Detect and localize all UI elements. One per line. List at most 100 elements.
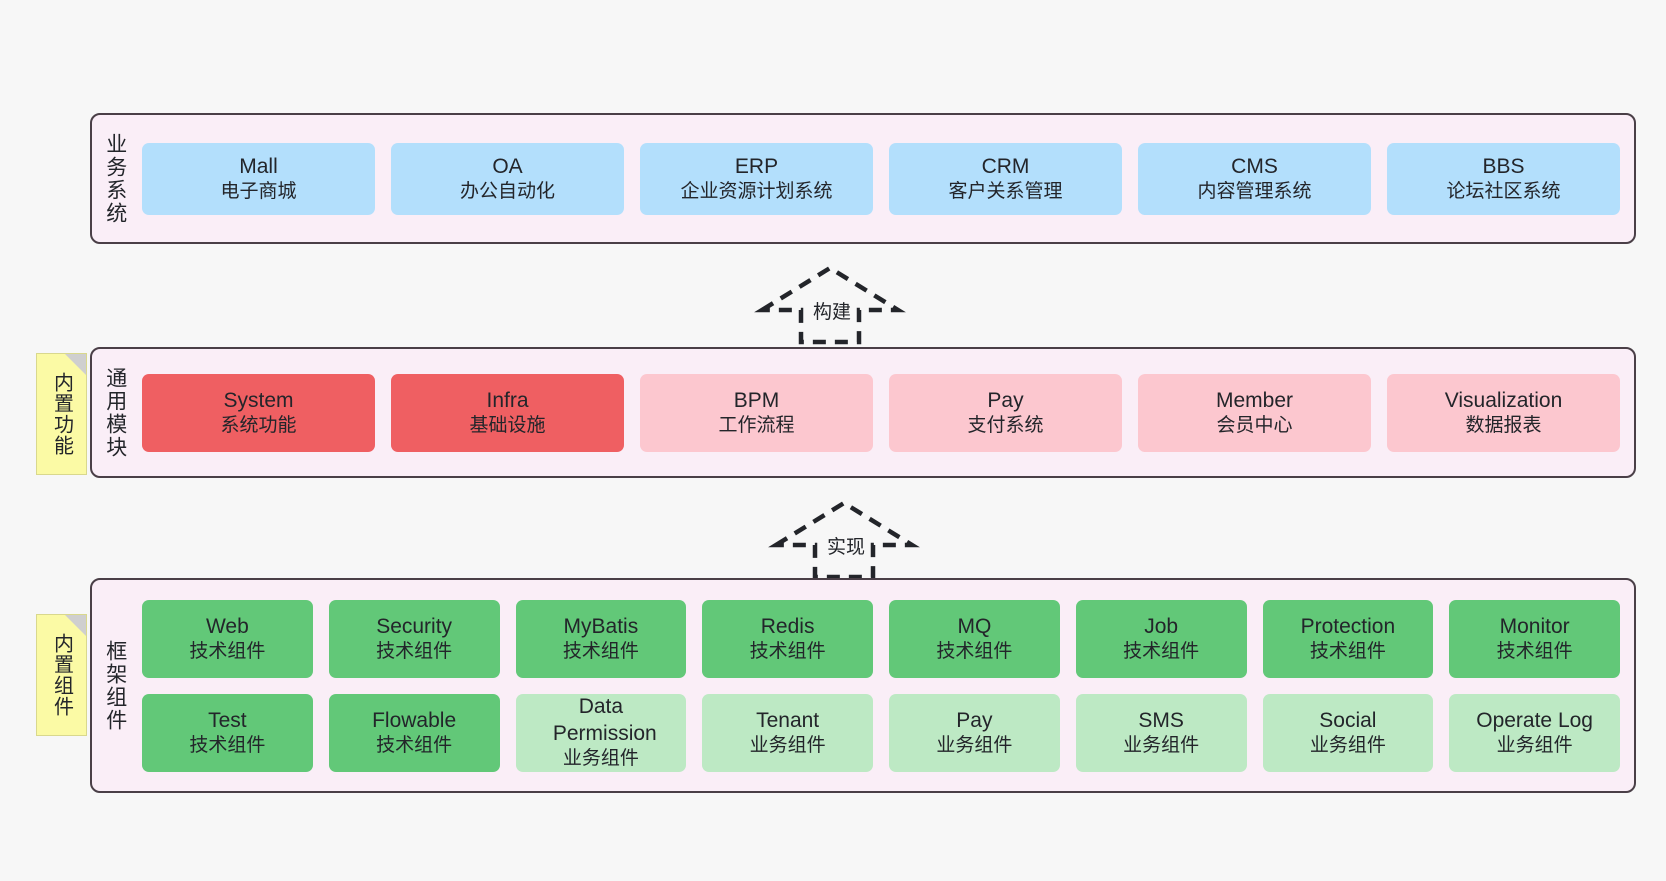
component-title: Web <box>205 614 249 638</box>
sticky-tab-builtin-components: 内置组件 <box>36 614 87 736</box>
module-subtitle: 系统功能 <box>220 414 297 436</box>
module-card-oa[interactable]: OA 办公自动化 <box>391 142 624 215</box>
folded-corner-icon <box>65 354 86 375</box>
module-subtitle: 论坛社区系统 <box>1446 180 1561 202</box>
layer-common-modules: 通用模块 System 系统功能 Infra 基础设施 BPM 工作流程 Pay… <box>90 347 1636 478</box>
component-subtitle: 业务组件 <box>936 734 1013 756</box>
component-title: Monitor <box>1499 614 1570 638</box>
connector-implement: 实现 <box>768 497 920 581</box>
component-title: Flowable <box>372 708 457 732</box>
module-card-pay[interactable]: Pay 支付系统 <box>889 373 1122 452</box>
component-title: Operate Log <box>1476 708 1593 732</box>
component-subtitle: 技术组件 <box>1123 640 1200 662</box>
component-card-pay[interactable]: Pay 业务组件 <box>889 693 1060 772</box>
component-subtitle: 技术组件 <box>936 640 1013 662</box>
component-subtitle: 技术组件 <box>1496 640 1573 662</box>
sticky-tab-builtin-functions: 内置功能 <box>36 353 87 475</box>
connector-build: 构建 <box>754 262 906 346</box>
module-card-bbs[interactable]: BBS 论坛社区系统 <box>1387 142 1620 215</box>
module-title: Pay <box>987 388 1024 412</box>
module-subtitle: 支付系统 <box>967 414 1044 436</box>
layer-body-common: System 系统功能 Infra 基础设施 BPM 工作流程 Pay 支付系统… <box>138 349 1634 476</box>
component-subtitle: 技术组件 <box>376 640 453 662</box>
component-subtitle: 业务组件 <box>1496 734 1573 756</box>
module-card-crm[interactable]: CRM 客户关系管理 <box>889 142 1122 215</box>
component-title: MQ <box>957 614 992 638</box>
module-title: Infra <box>486 388 529 412</box>
layer-body-business: Mall 电子商城 OA 办公自动化 ERP 企业资源计划系统 CRM 客户关系… <box>138 115 1634 242</box>
module-title: Mall <box>239 154 278 178</box>
module-card-erp[interactable]: ERP 企业资源计划系统 <box>640 142 873 215</box>
component-card-mq[interactable]: MQ 技术组件 <box>889 599 1060 678</box>
module-card-mall[interactable]: Mall 电子商城 <box>142 142 375 215</box>
component-title: Protection <box>1300 614 1396 638</box>
component-subtitle: 技术组件 <box>376 734 453 756</box>
component-card-mybatis[interactable]: MyBatis 技术组件 <box>515 599 687 678</box>
component-subtitle: 技术组件 <box>562 640 639 662</box>
component-title: Social <box>1319 708 1377 732</box>
module-card-visualization[interactable]: Visualization 数据报表 <box>1387 373 1620 452</box>
component-card-monitor[interactable]: Monitor 技术组件 <box>1449 599 1620 678</box>
dashed-hollow-arrow-shape <box>768 500 920 580</box>
folded-corner-icon <box>65 615 86 636</box>
layer-title-common: 通用模块 <box>103 366 127 459</box>
layer-title-business: 业务系统 <box>103 132 127 225</box>
component-card-data-permission[interactable]: Data Permission 业务组件 <box>515 693 687 772</box>
component-card-security[interactable]: Security 技术组件 <box>328 599 500 678</box>
module-subtitle: 数据报表 <box>1465 414 1542 436</box>
component-card-test[interactable]: Test 技术组件 <box>142 693 313 772</box>
component-card-job[interactable]: Job 技术组件 <box>1075 599 1247 678</box>
component-subtitle: 技术组件 <box>189 734 266 756</box>
layer-row: System 系统功能 Infra 基础设施 BPM 工作流程 Pay 支付系统… <box>142 373 1620 452</box>
component-title: Data Permission <box>552 695 657 745</box>
layer-business-systems: 业务系统 Mall 电子商城 OA 办公自动化 ERP 企业资源计划系统 CRM… <box>90 113 1636 244</box>
module-card-cms[interactable]: CMS 内容管理系统 <box>1138 142 1371 215</box>
component-title: SMS <box>1138 708 1184 732</box>
module-title: ERP <box>734 154 779 178</box>
module-subtitle: 内容管理系统 <box>1197 180 1312 202</box>
module-card-system[interactable]: System 系统功能 <box>142 373 375 452</box>
component-title: Test <box>208 708 247 732</box>
module-title: Member <box>1215 388 1294 412</box>
component-card-web[interactable]: Web 技术组件 <box>142 599 313 678</box>
module-title: CMS <box>1231 154 1278 178</box>
component-card-flowable[interactable]: Flowable 技术组件 <box>328 693 500 772</box>
component-subtitle: 业务组件 <box>1309 734 1386 756</box>
module-title: System <box>223 388 294 412</box>
component-card-operate-log[interactable]: Operate Log 业务组件 <box>1449 693 1620 772</box>
module-card-bpm[interactable]: BPM 工作流程 <box>640 373 873 452</box>
module-subtitle: 办公自动化 <box>459 180 555 202</box>
module-title: OA <box>492 154 523 178</box>
component-title: MyBatis <box>563 614 639 638</box>
component-title: Job <box>1144 614 1179 638</box>
module-title: CRM <box>981 154 1030 178</box>
component-subtitle: 技术组件 <box>1309 640 1386 662</box>
component-subtitle: 业务组件 <box>749 734 826 756</box>
module-title: Visualization <box>1444 388 1563 412</box>
module-subtitle: 电子商城 <box>220 180 297 202</box>
component-title: Tenant <box>756 708 820 732</box>
connector-label-build: 构建 <box>810 297 855 324</box>
layer-framework-components: 框架组件 Web 技术组件 Security 技术组件 MyBatis 技术组件… <box>90 578 1636 793</box>
component-card-sms[interactable]: SMS 业务组件 <box>1075 693 1247 772</box>
component-card-protection[interactable]: Protection 技术组件 <box>1262 599 1434 678</box>
module-subtitle: 工作流程 <box>718 414 795 436</box>
component-card-social[interactable]: Social 业务组件 <box>1262 693 1434 772</box>
module-card-infra[interactable]: Infra 基础设施 <box>391 373 624 452</box>
module-title: BPM <box>733 388 780 412</box>
module-card-member[interactable]: Member 会员中心 <box>1138 373 1371 452</box>
layer-title-framework: 框架组件 <box>103 639 127 732</box>
component-subtitle: 技术组件 <box>189 640 266 662</box>
module-subtitle: 基础设施 <box>469 414 546 436</box>
component-title: Security <box>376 614 453 638</box>
layer-row: Mall 电子商城 OA 办公自动化 ERP 企业资源计划系统 CRM 客户关系… <box>142 142 1620 215</box>
sticky-tab-label: 内置组件 <box>50 633 73 717</box>
module-subtitle: 企业资源计划系统 <box>680 180 833 202</box>
module-subtitle: 客户关系管理 <box>948 180 1063 202</box>
component-card-tenant[interactable]: Tenant 业务组件 <box>702 693 873 772</box>
component-card-redis[interactable]: Redis 技术组件 <box>702 599 873 678</box>
dashed-hollow-arrow-shape <box>754 265 906 345</box>
component-subtitle: 业务组件 <box>562 747 639 769</box>
component-title: Pay <box>956 708 993 732</box>
module-subtitle: 会员中心 <box>1216 414 1293 436</box>
